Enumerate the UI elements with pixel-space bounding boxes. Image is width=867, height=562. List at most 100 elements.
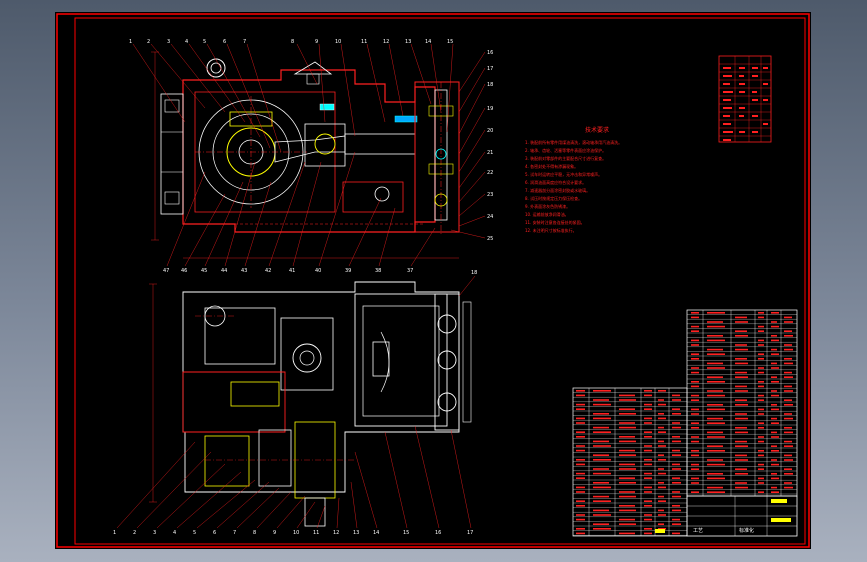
svg-text:15: 15 xyxy=(403,530,409,536)
bom-cell-mark xyxy=(758,436,764,438)
bom-cell-mark xyxy=(735,473,748,475)
bom-cell-mark xyxy=(784,376,793,378)
bom-cell-mark xyxy=(619,518,635,521)
bom-cell-mark xyxy=(758,482,764,484)
svg-text:14: 14 xyxy=(373,530,379,536)
bom-cell-mark xyxy=(784,348,793,351)
bom-cell-mark xyxy=(735,371,747,374)
bom-cell-mark xyxy=(593,417,611,420)
bom-cell-mark xyxy=(784,385,792,388)
bom-cell-mark xyxy=(644,514,652,516)
tech-note: 11. 安装时注意各连接处的紧固。 xyxy=(525,219,585,225)
bom-cell-mark xyxy=(735,417,748,420)
bom-cell-mark xyxy=(707,450,725,452)
bom-cell-mark xyxy=(658,528,666,530)
bom-cell-mark xyxy=(672,532,680,535)
bom-cell-mark xyxy=(735,445,748,447)
svg-text:2: 2 xyxy=(133,530,136,536)
bom-cell-mark xyxy=(593,445,611,447)
bom-cell-mark xyxy=(593,403,611,406)
bom-cell-mark xyxy=(576,417,585,420)
bom-cell-mark xyxy=(593,426,609,429)
bom-cell-mark xyxy=(644,459,652,461)
bom-cell-mark xyxy=(672,509,681,512)
bom-cell-mark xyxy=(658,426,664,429)
svg-text:6: 6 xyxy=(223,39,226,45)
bom-cell-mark xyxy=(771,339,779,342)
bom-cell-mark xyxy=(758,325,764,328)
svg-text:13: 13 xyxy=(353,530,359,536)
bom-cell-mark xyxy=(593,514,611,516)
bom-cell-mark xyxy=(771,486,777,489)
bom-cell-mark xyxy=(691,367,699,369)
bom-cell-mark xyxy=(707,473,723,475)
svg-text:39: 39 xyxy=(345,268,351,274)
bom-cell-mark xyxy=(735,399,747,401)
bom-cell-mark xyxy=(672,454,681,456)
svg-text:11: 11 xyxy=(361,39,367,45)
bom-cell-mark xyxy=(644,491,652,493)
bom-cell-mark xyxy=(593,528,611,530)
bom-cell-mark xyxy=(691,358,699,360)
bom-cell-mark xyxy=(576,528,585,530)
bom-cell-mark xyxy=(576,422,585,424)
bom-cell-mark xyxy=(672,394,680,397)
svg-text:6: 6 xyxy=(213,530,216,536)
bom-cell-mark xyxy=(707,367,725,369)
tech-note: 4. 各密封处不得有渗漏现象。 xyxy=(525,163,578,169)
bom-cell-mark xyxy=(784,316,792,319)
bom-cell-mark xyxy=(691,325,699,328)
svg-text:7: 7 xyxy=(243,39,246,45)
bom-cell-mark xyxy=(784,390,793,392)
bom-cell-mark xyxy=(644,431,652,433)
bom-cell-mark xyxy=(707,376,723,378)
bom-cell-mark xyxy=(644,449,652,452)
bom-cell-mark xyxy=(707,463,725,466)
parameter-table xyxy=(718,55,772,143)
bom-cell-mark xyxy=(644,394,652,397)
svg-text:18: 18 xyxy=(487,82,493,88)
bom-cell-mark xyxy=(576,514,585,516)
bom-cell-mark xyxy=(576,505,585,507)
bom-cell-mark xyxy=(707,312,725,314)
svg-text:42: 42 xyxy=(265,268,271,274)
svg-text:17: 17 xyxy=(467,530,473,536)
bom-cell-mark xyxy=(576,449,585,452)
bom-cell-mark xyxy=(672,449,680,452)
bom-cell-mark xyxy=(758,312,764,314)
bom-cell-mark xyxy=(672,440,681,443)
bom-cell-mark xyxy=(707,404,723,406)
bom-cell-mark xyxy=(593,459,611,461)
bom-cell-mark xyxy=(619,394,635,397)
bom-cell-mark xyxy=(619,436,635,438)
tech-note: 3. 装配前对零部件的主要配合尺寸进行复查。 xyxy=(525,155,606,161)
bom-cell-mark xyxy=(644,518,652,521)
bom-cell-mark xyxy=(691,454,699,457)
bom-cell-mark xyxy=(735,335,748,337)
bom-cell-mark xyxy=(691,344,699,346)
bom-cell-mark xyxy=(658,403,666,406)
svg-text:41: 41 xyxy=(289,268,295,274)
bom-cell-mark xyxy=(771,312,779,314)
bom-cell-mark xyxy=(644,417,652,420)
bom-cell-mark xyxy=(707,353,725,355)
bom-cell-mark xyxy=(672,491,680,493)
bom-cell-mark xyxy=(758,422,764,424)
bom-cell-mark xyxy=(771,348,777,351)
bom-cell-mark xyxy=(758,353,764,355)
bom-cell-mark xyxy=(658,509,664,512)
bom-cell-mark xyxy=(691,463,699,466)
bom-cell-mark xyxy=(644,532,652,535)
tech-note: 6. 润滑油面高度应符合设计要求。 xyxy=(525,179,586,185)
bom-cell-mark xyxy=(576,390,585,392)
bom-cell-mark xyxy=(771,436,779,438)
bom-cell-mark xyxy=(784,344,792,346)
bom-cell-mark xyxy=(707,477,725,480)
svg-text:17: 17 xyxy=(487,66,493,72)
bom-cell-mark xyxy=(707,431,723,434)
bom-cell-mark xyxy=(691,312,699,314)
bom-cell-mark xyxy=(644,505,652,507)
bom-cell-mark xyxy=(735,330,747,332)
